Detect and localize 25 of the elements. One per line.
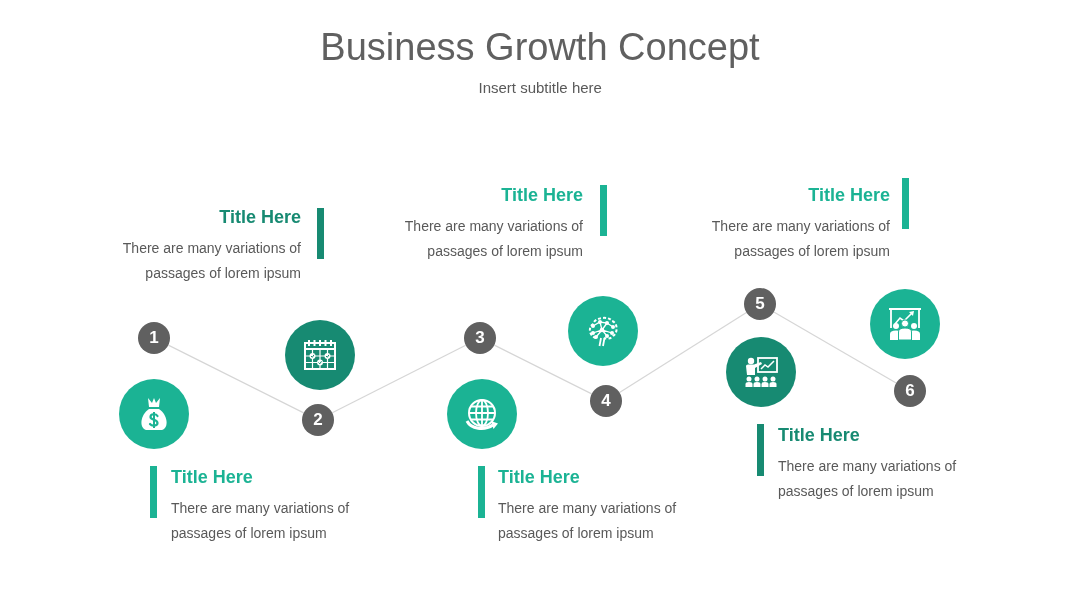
title: Business Growth Concept (320, 26, 760, 68)
step-description: There are many variations of passages of lorem ipsum (403, 217, 583, 261)
connector-line (493, 344, 593, 395)
step-title: Title Here (219, 206, 301, 229)
connector-line (773, 311, 897, 384)
step-description: There are many variations of passages of lorem ipsum (121, 239, 301, 283)
step-title: Title Here (498, 466, 580, 489)
step-number-circle: 6 (894, 375, 926, 407)
step-number-circle: 5 (744, 288, 776, 320)
step-title: Title Here (171, 466, 253, 489)
step-description: There are many variations of passages of lorem ipsum (710, 217, 890, 261)
step-number-circle: 3 (464, 322, 496, 354)
step-title: Title Here (808, 184, 890, 207)
step-description: There are many variations of passages of lorem ipsum (171, 499, 351, 543)
step-description: There are many variations of passages of lorem ipsum (778, 457, 958, 501)
step-number-circle: 2 (302, 404, 334, 436)
step-title: Title Here (501, 184, 583, 207)
step-title: Title Here (778, 424, 860, 447)
step-description: There are many variations of passages of lorem ipsum (498, 499, 678, 543)
step-number-circle: 1 (138, 322, 170, 354)
step-number-circle: 4 (590, 385, 622, 417)
connector-line (618, 311, 748, 394)
connector-line (331, 344, 467, 414)
subtitle: Insert subtitle here (478, 78, 602, 98)
connector-line (167, 344, 305, 414)
